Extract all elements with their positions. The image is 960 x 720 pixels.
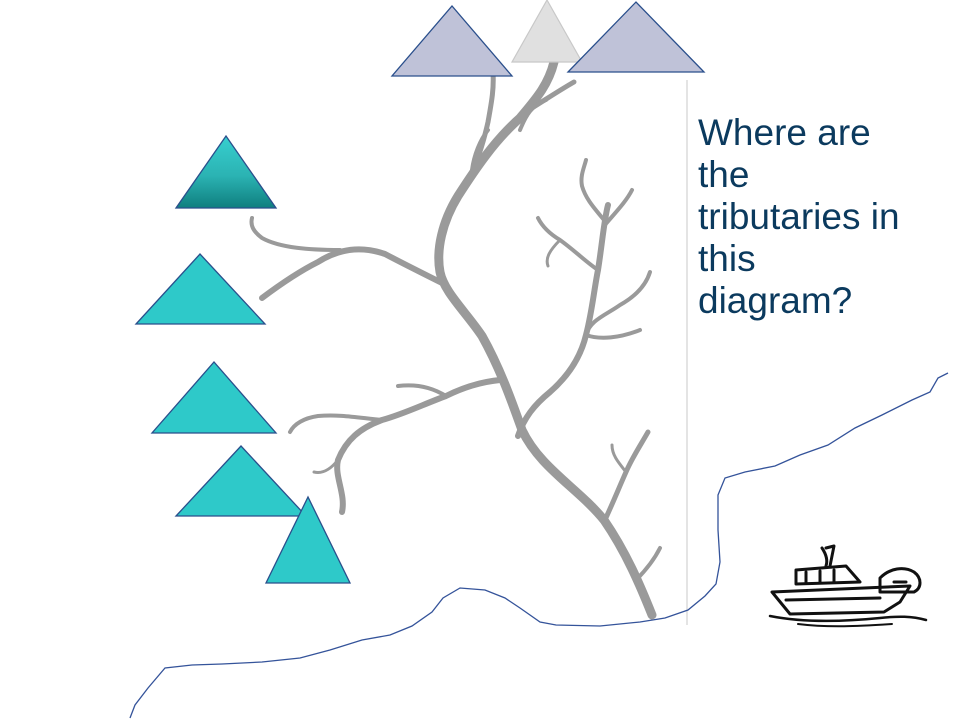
tributary: [602, 188, 634, 228]
mountain-icon: [510, 0, 584, 63]
tributary: [584, 328, 642, 340]
tributary: [259, 246, 447, 301]
tributary: [312, 458, 340, 474]
mountain-icon: [150, 361, 278, 434]
tributary: [334, 377, 503, 515]
mountain-icon: [566, 1, 706, 73]
mountain-icon: [264, 495, 352, 584]
mountain-icon: [174, 134, 278, 209]
boat-icon: [768, 544, 928, 628]
tributary: [467, 69, 496, 179]
question-text: Where are the tributaries in this diagra…: [698, 112, 900, 321]
tributary: [470, 128, 490, 172]
mountain-icon: [134, 253, 267, 325]
mountain-icon: [174, 445, 308, 517]
tributary: [610, 443, 628, 474]
tributary: [634, 546, 662, 582]
tributary: [396, 383, 448, 398]
coastline: [129, 372, 949, 719]
tributary: [579, 158, 606, 222]
tributary: [584, 270, 652, 337]
mountain-icon: [390, 5, 514, 77]
tributary: [518, 98, 548, 132]
river-network: [249, 57, 662, 620]
tributary: [288, 413, 384, 434]
main-river: [434, 57, 657, 620]
tributary: [249, 216, 342, 252]
tributary: [545, 238, 562, 268]
